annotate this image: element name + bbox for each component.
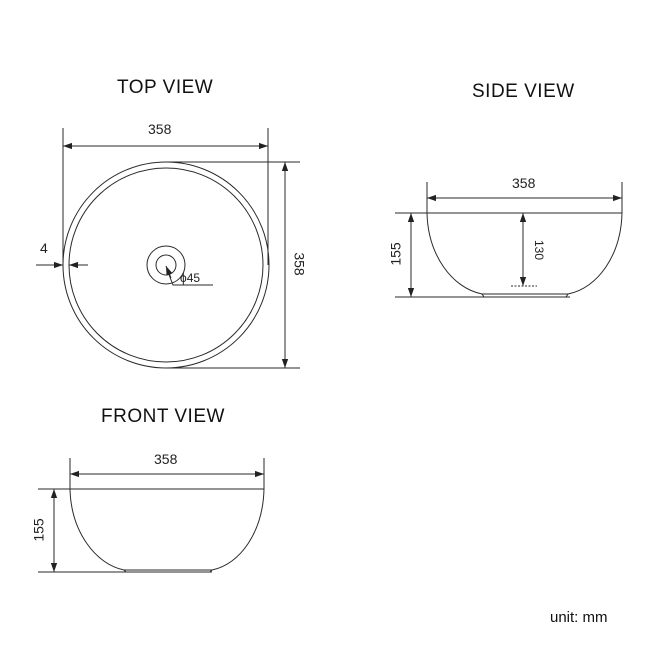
top-view-title: TOP VIEW [117,77,214,98]
basin-outer-rim [62,161,270,369]
side-view-drawing [395,182,623,298]
side-width-label: 358 [512,175,536,191]
side-bowl-profile [426,212,623,295]
top-width-label: 358 [148,121,172,137]
top-depth-label: 358 [291,252,308,276]
drain-inner [155,254,177,276]
drain-outer [146,245,186,285]
front-view-drawing [38,458,265,573]
front-bowl-profile [69,488,265,571]
front-view-title: FRONT VIEW [101,406,225,427]
basin-inner-rim [68,167,264,363]
front-width-label: 358 [154,451,178,467]
rim-thickness-label: 4 [40,240,48,256]
side-depth-label: 130 [532,239,547,261]
unit-label: unit: mm [550,609,608,626]
side-view-title: SIDE VIEW [472,81,575,102]
drain-diameter-label: ϕ45 [180,271,201,285]
top-view-drawing [36,128,300,369]
front-height-label: 155 [30,518,47,542]
side-height-label: 155 [387,242,404,266]
drain-leader-line [167,271,213,286]
